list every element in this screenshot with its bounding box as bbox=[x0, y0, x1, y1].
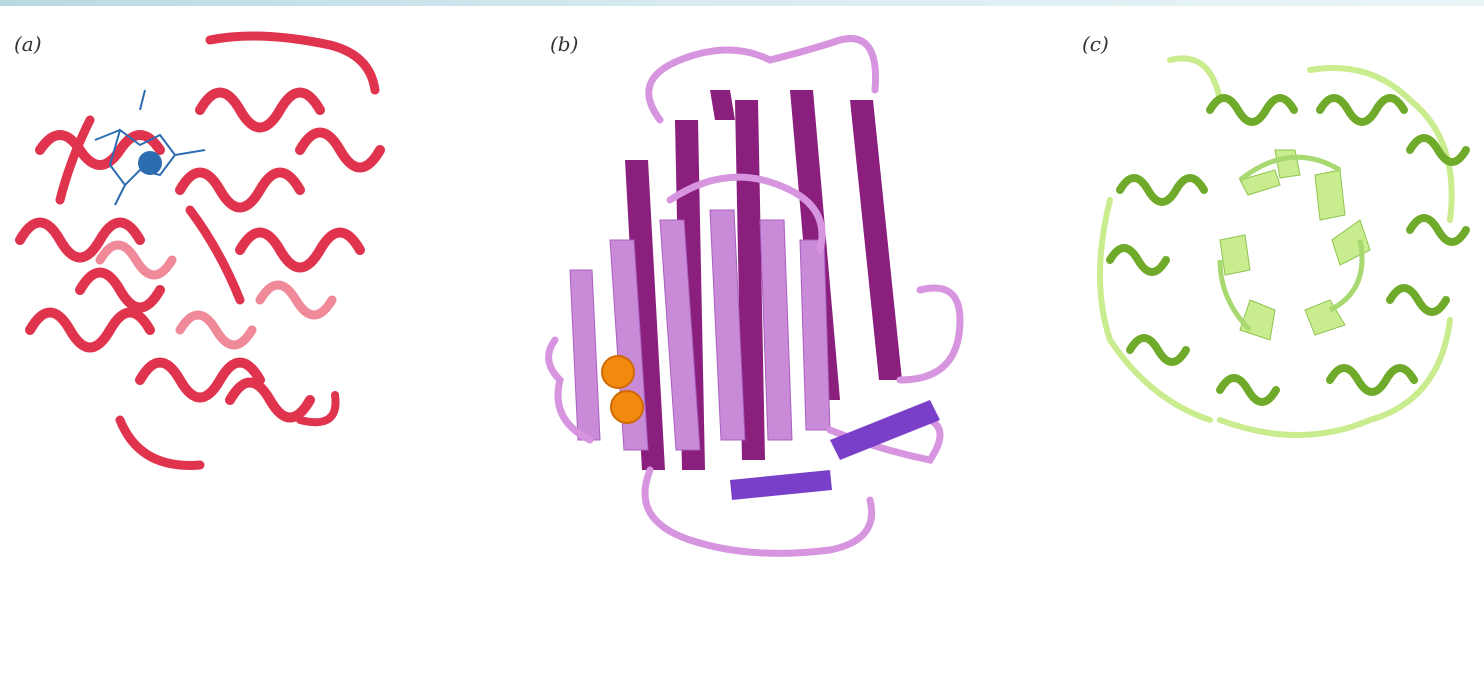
panel-b: (b) bbox=[530, 0, 990, 683]
panel-c: (c) bbox=[1070, 0, 1484, 683]
beta-barrel-protein-illustration bbox=[530, 0, 990, 683]
alpha-beta-barrel-protein-illustration bbox=[1070, 0, 1484, 683]
panel-a: (a) bbox=[0, 0, 440, 683]
heme-cofactor bbox=[95, 90, 205, 205]
alpha-helix-protein-illustration bbox=[0, 0, 440, 683]
